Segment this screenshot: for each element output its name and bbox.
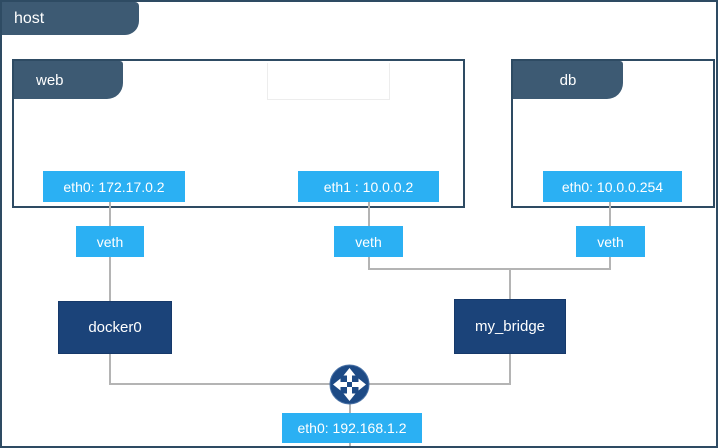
connector-line bbox=[368, 268, 611, 270]
connector-line bbox=[109, 383, 511, 385]
bridge-docker0: docker0 bbox=[58, 301, 172, 354]
interface-host-eth0: eth0: 192.168.1.2 bbox=[282, 413, 422, 443]
connector-line bbox=[368, 202, 370, 226]
interface-db-eth0-label: eth0: 10.0.0.254 bbox=[561, 178, 664, 195]
interface-web-eth1: eth1 : 10.0.0.2 bbox=[298, 171, 439, 202]
bridge-my-bridge: my_bridge bbox=[454, 299, 566, 354]
connector-line bbox=[109, 257, 111, 301]
router-icon-svg bbox=[329, 364, 370, 405]
connector-line bbox=[609, 257, 611, 270]
veth-node-db-eth0: veth bbox=[576, 226, 645, 257]
interface-db-eth0: eth0: 10.0.0.254 bbox=[543, 171, 682, 202]
container-db-label: db bbox=[559, 71, 577, 89]
host-label: host bbox=[14, 9, 45, 27]
veth-label: veth bbox=[355, 233, 382, 250]
interface-web-eth0: eth0: 172.17.0.2 bbox=[43, 171, 185, 202]
router-icon bbox=[329, 364, 370, 405]
connector-line bbox=[509, 354, 511, 384]
veth-node-web-eth0: veth bbox=[76, 226, 144, 257]
veth-label: veth bbox=[96, 233, 124, 250]
host-tab: host bbox=[2, 2, 139, 35]
connector-line bbox=[509, 268, 511, 300]
veth-node-web-eth1: veth bbox=[334, 226, 403, 257]
container-db-tab: db bbox=[513, 61, 623, 99]
container-web-tab: web bbox=[14, 61, 123, 99]
connector-line bbox=[349, 443, 351, 446]
connector-line bbox=[609, 202, 611, 226]
interface-web-eth0-label: eth0: 172.17.0.2 bbox=[63, 178, 165, 195]
connector-line bbox=[109, 354, 111, 384]
interface-web-eth1-label: eth1 : 10.0.0.2 bbox=[323, 178, 414, 195]
connector-line bbox=[349, 402, 351, 413]
veth-label: veth bbox=[597, 233, 624, 250]
interface-host-eth0-label: eth0: 192.168.1.2 bbox=[297, 420, 407, 436]
container-web-label: web bbox=[36, 71, 64, 89]
blank-overlay-rect bbox=[267, 63, 390, 100]
bridge-docker0-label: docker0 bbox=[88, 319, 142, 336]
connector-line bbox=[368, 257, 370, 270]
bridge-my-bridge-label: my_bridge bbox=[474, 318, 546, 335]
connector-line bbox=[109, 202, 111, 226]
